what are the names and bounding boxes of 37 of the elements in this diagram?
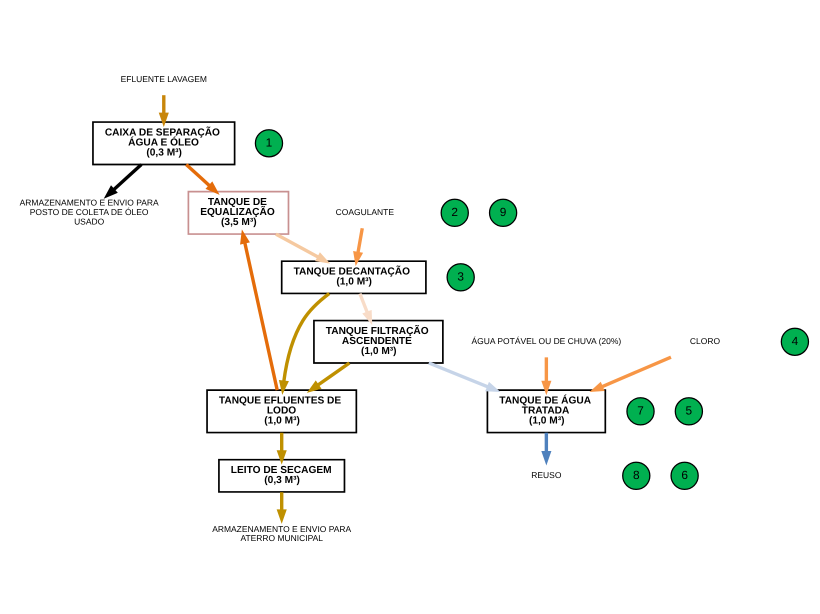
node-circle: 8 [622,462,650,490]
arrow [358,293,372,326]
node-circle: 5 [674,397,704,426]
arrow [541,357,552,396]
node-box: TANQUE EFLUENTES DE LODO (1,0 M³) [206,389,358,434]
node-text: ARMAZENAMENTO E ENVIO PARA POSTO DE COLETA DE ÓLEO USADO [20,198,159,226]
node-circle: 1 [254,129,284,158]
node-circle: 3 [446,263,475,292]
arrow [104,163,143,199]
node-circle: 2 [440,198,469,228]
arrow [185,163,220,195]
node-text: ARMAZENAMENTO E ENVIO PARA ATERRO MUNICIPAL [212,524,352,544]
arrow [276,432,287,465]
node-circle: 4 [780,328,810,356]
node-text: COAGULANTE [336,206,394,217]
node-box: TANQUE DECANTAÇÃO (1,0 M³) [280,260,427,294]
arrow [589,356,672,392]
node-box: LEITO DE SECAGEM (0,3 M³) [218,458,346,493]
arrow [541,432,552,466]
arrow [276,492,287,524]
arrow [428,361,500,392]
node-box: TANQUE DE ÁGUA TRATADA (1,0 M³) [486,389,606,434]
node-text: CLORO [690,336,720,346]
node-circle: 6 [670,462,699,490]
arrow [353,228,364,266]
arrow [240,229,279,390]
node-box: TANQUE FILTRAÇÃO ASCENDENTE (1,0 M³) [313,320,444,364]
node-text: ÁGUA POTÁVEL OU DE CHUVA (20%) [472,336,622,346]
node-circle: 9 [488,198,518,228]
arrow [275,232,330,264]
node-text: EFLUENTE LAVAGEM [120,74,207,84]
node-box: CAIXA DE SEPARAÇÃO ÁGUA E ÓLEO (0,3 M³) [92,121,236,166]
node-circle: 7 [626,397,655,426]
node-box: TANQUE DE EQUALIZAÇÃO (3,5 M³) [188,190,290,235]
node-text: REUSO [531,470,562,480]
arrow [278,292,330,395]
arrow [158,95,169,128]
